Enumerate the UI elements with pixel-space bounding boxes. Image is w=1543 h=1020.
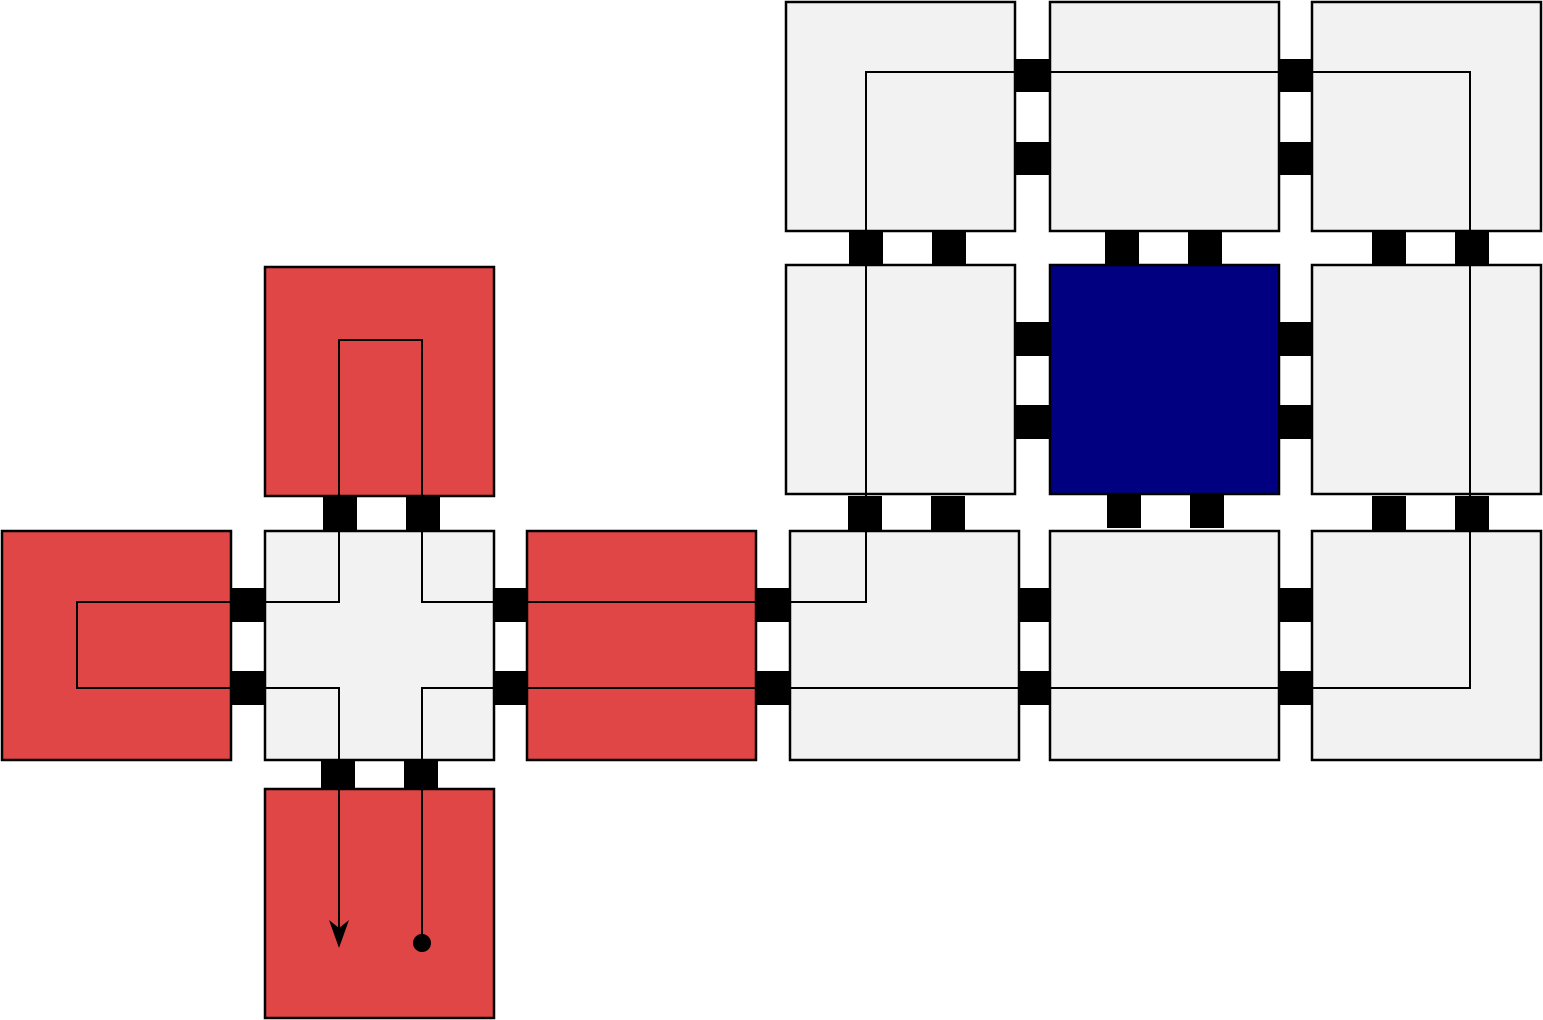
- tile-middle-left[interactable]: [784, 263, 1017, 496]
- connector-12: [1015, 405, 1049, 439]
- connector-17: [1107, 494, 1141, 528]
- tile-row3-col6[interactable]: [1310, 529, 1543, 762]
- connector-34: [404, 759, 438, 790]
- tile-hub-bottom[interactable]: [263, 787, 496, 1020]
- connector-30: [231, 671, 265, 705]
- tile-hub-right[interactable]: [525, 529, 758, 762]
- connector-31: [323, 497, 357, 531]
- connector-24: [1279, 671, 1312, 705]
- connector-10: [1455, 231, 1489, 265]
- tile-hub[interactable]: [263, 529, 496, 762]
- route-segment-16: [1312, 71, 1471, 231]
- tile-hub-top[interactable]: [263, 265, 496, 498]
- connector-11: [1015, 322, 1049, 356]
- connectors-layer: [231, 59, 1489, 790]
- tile-top-middle[interactable]: [1048, 0, 1281, 233]
- connector-26: [757, 671, 790, 705]
- tile-center[interactable]: [1048, 263, 1281, 496]
- connector-15: [848, 496, 882, 530]
- paths-layer: [76, 71, 1471, 952]
- connector-21: [1019, 588, 1051, 622]
- connector-16: [931, 496, 965, 530]
- route-segment-1: [76, 601, 231, 689]
- route-segment-2: [265, 531, 340, 603]
- connector-9: [1372, 231, 1406, 265]
- route-segment-14: [865, 71, 1015, 231]
- tile-row3-col5[interactable]: [1048, 529, 1281, 762]
- arrow-icon: [329, 920, 349, 948]
- connector-29: [231, 588, 265, 622]
- tile-top-left[interactable]: [784, 0, 1017, 233]
- connector-5: [849, 231, 883, 265]
- tile-row3-col4[interactable]: [788, 529, 1021, 762]
- connector-22: [1019, 671, 1051, 705]
- connector-2: [1015, 142, 1049, 175]
- connector-8: [1188, 231, 1222, 265]
- connector-18: [1190, 494, 1224, 528]
- connector-3: [1279, 59, 1313, 92]
- connector-4: [1279, 142, 1313, 175]
- connector-33: [321, 759, 355, 790]
- route-segment-4: [265, 687, 340, 760]
- route-segment-5: [421, 687, 494, 760]
- connector-28: [494, 671, 527, 705]
- route-segment-12: [1312, 531, 1471, 689]
- route-segment-6: [338, 339, 423, 497]
- connector-6: [932, 231, 966, 265]
- connector-13: [1279, 322, 1313, 356]
- connector-20: [1455, 496, 1489, 530]
- tile-hub-left[interactable]: [0, 529, 233, 762]
- connector-14: [1279, 405, 1313, 439]
- tile-top-right[interactable]: [1310, 0, 1543, 233]
- connector-19: [1372, 496, 1406, 530]
- route-segment-9: [790, 531, 867, 603]
- connector-7: [1105, 231, 1139, 265]
- route-segment-3: [421, 531, 494, 603]
- dot-icon: [413, 934, 431, 952]
- tile-middle-right[interactable]: [1310, 263, 1543, 496]
- connector-27: [494, 588, 527, 622]
- connector-23: [1279, 588, 1312, 622]
- connector-32: [406, 497, 440, 531]
- connector-1: [1015, 59, 1049, 92]
- connector-25: [757, 588, 790, 622]
